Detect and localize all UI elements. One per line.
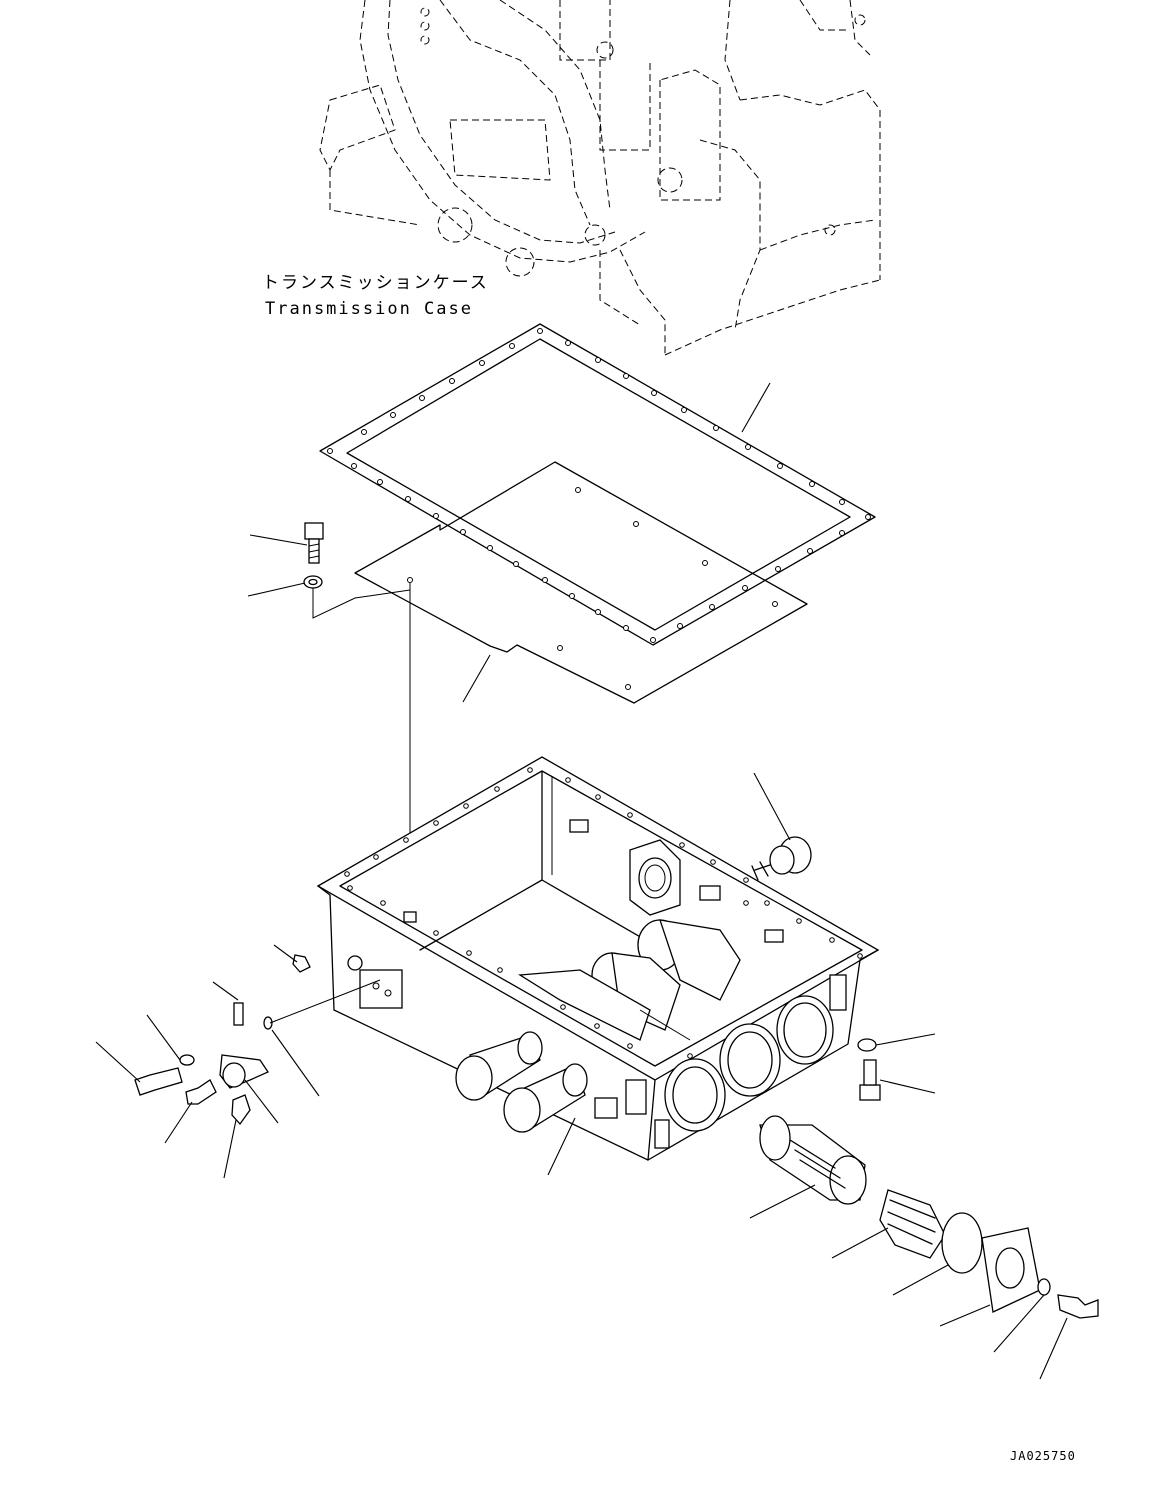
transmission-case-phantom: [319, 0, 881, 356]
leader-lines: [95, 382, 1068, 1380]
upper-gasket: [319, 323, 876, 646]
bolt-upper-left: [304, 522, 324, 564]
breather: [751, 836, 812, 881]
drawing-reference-number: JA025750: [1010, 1449, 1076, 1463]
fittings-right: [857, 1038, 881, 1101]
side-ports: [664, 995, 834, 1132]
transmission-case-label-en: Transmission Case: [265, 299, 473, 319]
lower-plate: [354, 461, 808, 704]
spring-assembly: [759, 1115, 1099, 1319]
bolt-alignment-line: [312, 588, 411, 619]
lower-housing: [316, 756, 880, 1161]
tubes: [455, 1031, 588, 1133]
washer-upper-left: [303, 575, 323, 589]
fittings-left: [134, 954, 311, 1126]
gasket-bolt-holes: [327, 328, 871, 643]
transmission-case-label-jp: トランスミッションケース: [262, 273, 489, 293]
